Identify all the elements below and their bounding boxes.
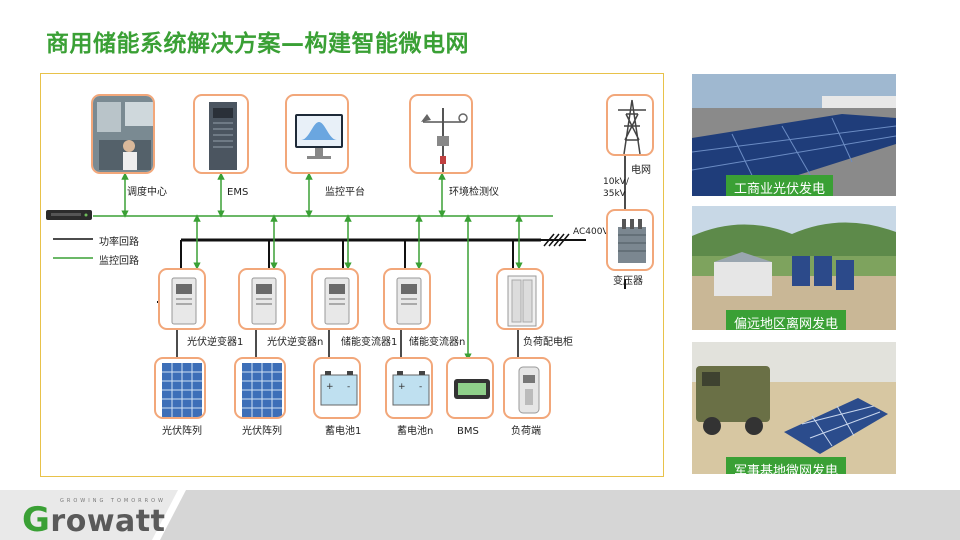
ems-cabinet-icon bbox=[209, 102, 237, 170]
grid-node bbox=[606, 94, 654, 156]
transformer-node bbox=[606, 209, 654, 271]
weather-station-icon bbox=[421, 108, 468, 172]
converter-icon bbox=[324, 277, 350, 325]
pcs-n-node bbox=[383, 268, 431, 330]
load-end-node bbox=[503, 357, 551, 419]
pv-inverter-n-label: 光伏逆变器n bbox=[267, 337, 324, 348]
monitor-platform-node bbox=[285, 94, 349, 174]
photo-commercial-pv: 工商业光伏发电 bbox=[692, 74, 896, 196]
pv-array-2-node bbox=[234, 357, 286, 419]
svg-text:-: - bbox=[419, 382, 422, 392]
pcs-1-node bbox=[311, 268, 359, 330]
ems-label: EMS bbox=[227, 187, 249, 198]
military-microgrid-image bbox=[692, 342, 896, 474]
voltage-label: 10kV/ 35kV bbox=[603, 177, 629, 199]
ems-node bbox=[193, 94, 249, 174]
gateway-device-icon bbox=[46, 210, 92, 220]
inverter-icon bbox=[171, 277, 197, 325]
env-monitor-node bbox=[409, 94, 473, 174]
battery-n-label: 蓄电池n bbox=[397, 426, 434, 437]
footer-band bbox=[0, 490, 960, 540]
battery-icon: + - bbox=[320, 371, 358, 406]
svg-text:+: + bbox=[326, 382, 334, 392]
load-end-label: 负荷端 bbox=[511, 426, 541, 437]
growatt-logo: Growatt bbox=[22, 500, 166, 540]
dispatch-center-label: 调度中心 bbox=[127, 187, 167, 198]
pv-array-2-label: 光伏阵列 bbox=[242, 426, 282, 437]
pv-inverter-n-node bbox=[238, 268, 286, 330]
monitor-platform-label: 监控平台 bbox=[325, 187, 365, 198]
battery-1-label: 蓄电池1 bbox=[325, 426, 362, 437]
env-monitor-label: 环境检测仪 bbox=[449, 187, 499, 198]
legend-power-label: 功率回路 bbox=[99, 237, 139, 248]
transformer-icon bbox=[618, 219, 646, 263]
bms-label: BMS bbox=[457, 426, 479, 437]
svg-text:-: - bbox=[347, 382, 350, 392]
load-cabinet-node bbox=[496, 268, 544, 330]
load-cabinet-label: 负荷配电柜 bbox=[523, 337, 573, 348]
distribution-cabinet-icon bbox=[507, 275, 537, 327]
microgrid-diagram: 调度中心 EMS 监控平台 环境检 bbox=[40, 73, 664, 477]
photo-military: 军事基地微网发电 bbox=[692, 342, 896, 474]
transformer-label: 变压器 bbox=[613, 276, 643, 287]
pv-array-1-node bbox=[154, 357, 206, 419]
monitor-screen-icon bbox=[295, 114, 343, 159]
grid-label: 电网 bbox=[631, 165, 651, 176]
pcs-1-label: 储能变流器1 bbox=[341, 337, 398, 348]
photo-caption-1: 工商业光伏发电 bbox=[726, 175, 834, 196]
converter-icon bbox=[396, 277, 422, 325]
battery-n-node: + - bbox=[385, 357, 433, 419]
solar-panel-icon bbox=[162, 363, 202, 417]
legend-control-label: 监控回路 bbox=[99, 256, 139, 267]
photo-caption-2: 偏远地区离网发电 bbox=[726, 310, 847, 330]
page-title: 商用储能系统解决方案—构建智能微电网 bbox=[46, 31, 469, 57]
pcs-n-label: 储能变流器n bbox=[409, 337, 466, 348]
ac400v-label: AC400V bbox=[573, 227, 609, 237]
bms-node bbox=[446, 357, 494, 419]
battery-icon: + - bbox=[392, 371, 430, 406]
dispatch-center-node bbox=[91, 94, 155, 174]
pv-inverter-1-label: 光伏逆变器1 bbox=[187, 337, 244, 348]
logo-tagline: GROWING TOMORROW bbox=[60, 498, 166, 504]
ac-hatch-mark bbox=[543, 233, 570, 247]
control-room-icon bbox=[93, 96, 153, 172]
photo-caption-3: 军事基地微网发电 bbox=[726, 457, 847, 474]
solar-panel-icon bbox=[242, 363, 282, 417]
pv-inverter-1-node bbox=[158, 268, 206, 330]
load-station-icon bbox=[518, 366, 540, 414]
inverter-icon bbox=[251, 277, 277, 325]
bms-display-icon bbox=[454, 379, 490, 399]
transmission-tower-icon bbox=[618, 99, 646, 154]
battery-1-node: + - bbox=[313, 357, 361, 419]
svg-text:+: + bbox=[398, 382, 406, 392]
photo-offgrid: 偏远地区离网发电 bbox=[692, 206, 896, 330]
pv-array-1-label: 光伏阵列 bbox=[162, 426, 202, 437]
